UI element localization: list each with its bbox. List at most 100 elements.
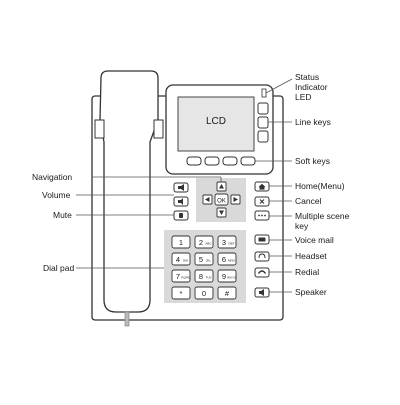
redial-icon	[257, 270, 267, 274]
dial-key-digit: 0	[202, 289, 206, 298]
handset	[94, 70, 164, 327]
dial-key-body	[171, 286, 191, 300]
dial-key-letters: WXYZ	[227, 276, 236, 280]
nav-up-key[interactable]	[216, 181, 227, 192]
dots-icon	[258, 214, 266, 217]
soft-key-1[interactable]	[186, 156, 202, 166]
dial-key-digit: 2	[199, 238, 203, 247]
cancel-x-icon	[259, 199, 265, 204]
handset-cord	[124, 311, 130, 327]
soft-key-3[interactable]	[222, 156, 238, 166]
dial-key-digit: 6	[222, 255, 226, 264]
line-key-1[interactable]	[257, 102, 269, 115]
dial-key-body	[194, 235, 214, 249]
leader-lines	[76, 78, 293, 293]
status-led	[261, 88, 267, 98]
multiple-scene-label-line2: key	[295, 221, 309, 231]
dial-key-digit: 4	[176, 255, 180, 264]
arrow-left-icon	[205, 197, 210, 202]
multiple-scene-key[interactable]	[254, 210, 270, 221]
dial-key-digit: 5	[199, 255, 203, 264]
dial-key-body	[171, 252, 191, 266]
dial-key[interactable]: 0	[194, 286, 214, 300]
dial-key-letters: MNO	[228, 259, 236, 263]
dial-key-body	[217, 252, 237, 266]
soft-key-2[interactable]	[204, 156, 220, 166]
volume-up-icon	[178, 184, 184, 191]
dial-key-body	[194, 286, 214, 300]
dial-key-digit: #	[225, 289, 230, 298]
nav-right-key[interactable]	[230, 194, 241, 205]
dial-key-digit: *	[180, 289, 183, 298]
line-key-2[interactable]	[257, 116, 269, 129]
dial-key-digit: 1	[179, 238, 183, 247]
soft-key-4[interactable]	[240, 156, 256, 166]
headset-key[interactable]	[254, 251, 270, 262]
right-callouts: Status Indicator LED Line keys Soft keys…	[295, 72, 350, 297]
volume-down-key[interactable]	[173, 196, 189, 207]
dial-key-digit: 3	[222, 238, 226, 247]
headset-icon	[258, 253, 266, 259]
speaker-icon	[259, 289, 264, 296]
dial-key-body	[194, 269, 214, 283]
home-icon	[258, 183, 266, 190]
voicemail-icon	[258, 237, 266, 242]
dial-key-letters: DEF	[229, 242, 235, 246]
status-label-line1: Status	[295, 72, 319, 82]
volume-label: Volume	[42, 190, 71, 200]
lcd-label: LCD	[206, 116, 226, 127]
voice-mail-key[interactable]	[254, 234, 270, 245]
headset-label: Headset	[295, 251, 327, 261]
ok-label: OK	[217, 198, 226, 204]
redial-label: Redial	[295, 267, 319, 277]
mute-key[interactable]	[173, 210, 189, 221]
left-callouts: Navigation Volume Mute Dial pad	[32, 172, 74, 273]
dial-key-body	[171, 269, 191, 283]
dial-key-digit: 7	[176, 272, 180, 281]
dial-key-body	[171, 235, 191, 249]
line-key-3[interactable]	[257, 130, 269, 143]
multiple-scene-label-line1: Multiple scene	[295, 211, 350, 221]
arrow-right-icon	[233, 197, 238, 202]
dial-key-digit: 8	[199, 272, 203, 281]
mute-icon	[179, 213, 183, 218]
dial-key-letters: GHI	[183, 259, 189, 263]
dial-pad-label: Dial pad	[43, 263, 74, 273]
nav-left-key[interactable]	[202, 194, 213, 205]
nav-ok-key[interactable]: OK	[214, 193, 229, 206]
speaker-key[interactable]	[254, 287, 270, 298]
dial-key-body	[217, 235, 237, 249]
dial-key[interactable]: *	[171, 286, 191, 300]
dial-key-digit: 9	[222, 272, 226, 281]
navigation-label: Navigation	[32, 172, 72, 182]
home-key[interactable]	[254, 181, 270, 192]
dial-key[interactable]: #	[217, 286, 237, 300]
status-label-line3: LED	[295, 92, 312, 102]
volume-up-key[interactable]	[173, 182, 189, 193]
dial-key[interactable]: 1	[171, 235, 191, 249]
nav-down-key[interactable]	[216, 207, 227, 218]
arrow-up-icon	[219, 184, 224, 189]
line-keys-label: Line keys	[295, 117, 331, 127]
home-menu-label: Home(Menu)	[295, 181, 345, 191]
lcd-screen	[177, 96, 255, 152]
status-label-line2: Indicator	[295, 82, 328, 92]
voice-mail-label: Voice mail	[295, 235, 334, 245]
volume-down-icon	[178, 198, 183, 205]
redial-key[interactable]	[254, 267, 270, 278]
cancel-key[interactable]	[254, 196, 270, 207]
dial-key-body	[217, 269, 237, 283]
handset-hook-right	[153, 119, 164, 139]
soft-keys-label: Soft keys	[295, 156, 330, 166]
